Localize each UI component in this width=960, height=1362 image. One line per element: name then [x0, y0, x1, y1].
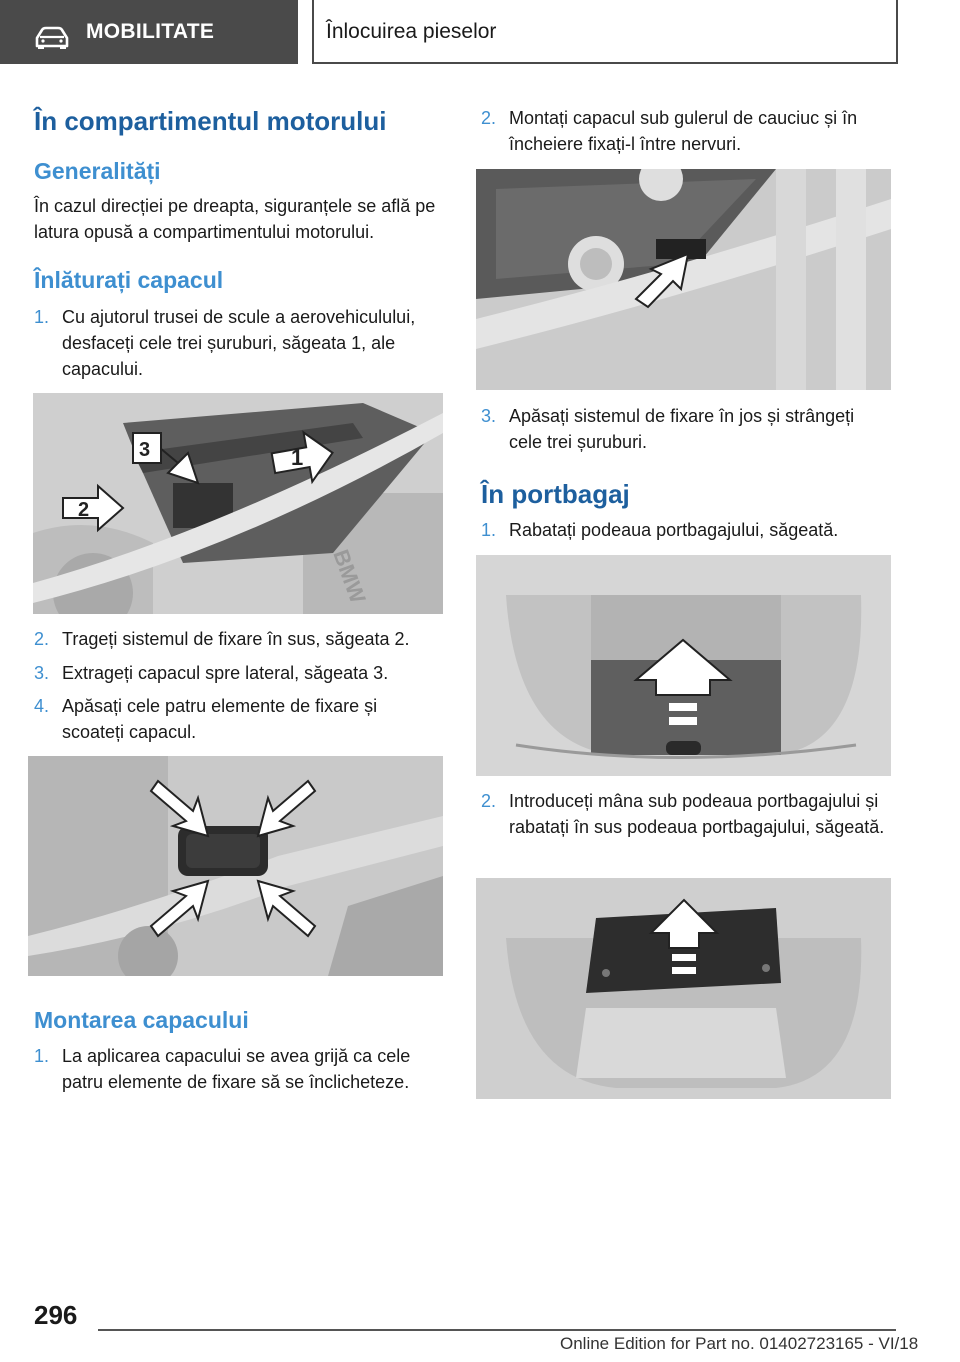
list-item: 1. Cu ajutorul trusei de scule a aeroveh…	[34, 304, 444, 384]
section-heading: În compartimentul motorului	[34, 106, 387, 136]
step-text: Trageți sistemul de fixare în sus, săgea…	[62, 629, 410, 649]
chapter-title: Înlocuirea pieselor	[326, 20, 497, 43]
step-text: Introduceți mâna sub podeaua portbagajul…	[509, 791, 885, 837]
arrow-2-icon: 2	[62, 483, 125, 533]
trunk-floor-lifted-photo	[476, 878, 891, 1099]
arrow-1-icon: 1	[270, 430, 334, 485]
step-number: 2.	[34, 629, 50, 649]
step-text: La aplicarea capacului se avea grijă ca …	[62, 1046, 411, 1092]
page-header: MOBILITATE Înlocuirea pieselor	[0, 0, 960, 66]
list-item: 3. Apăsați sistemul de fixare în jos și …	[481, 403, 891, 457]
step-number: 2.	[481, 791, 497, 811]
step-number: 1.	[481, 520, 497, 540]
list-item: 2. Introduceți mâna sub podeaua portbaga…	[481, 788, 891, 868]
edition-text: Online Edition for Part no. 01402723165 …	[560, 1334, 919, 1353]
trunk-heading: În portbagaj	[481, 479, 630, 509]
step-text: Apăsați cele patru elemente de fixare și…	[62, 696, 378, 742]
step-text: Cu ajutorul trusei de scule a aerovehicu…	[62, 307, 416, 379]
step-number: 3.	[34, 663, 50, 683]
callout-1: 1	[291, 445, 303, 470]
mount-cover-heading: Montarea capacului	[34, 1007, 249, 1033]
cover-seal-photo	[476, 169, 891, 390]
step-number: 1.	[34, 1046, 50, 1066]
list-item: 4. Apăsați cele patru elemente de fixare…	[34, 693, 444, 747]
arrow-3-icon: 3	[132, 432, 200, 485]
step-text: Rabatați podeaua portbagajului, săgeată.	[509, 520, 839, 540]
step-number: 3.	[481, 406, 497, 426]
section-title: MOBILITATE	[86, 20, 215, 43]
general-heading: Generalități	[34, 158, 161, 184]
remove-cover-heading: Înlăturați capacul	[34, 267, 224, 293]
list-item: 3. Extrageți capacul spre lateral, săgea…	[34, 660, 444, 686]
callout-3: 3	[139, 439, 150, 461]
lift-arrow-icon	[648, 898, 720, 974]
step-text: Montați capacul sub gulerul de cauciuc ș…	[509, 108, 858, 154]
callout-2: 2	[78, 499, 89, 521]
list-item: 2. Montați capacul sub gulerul de cauciu…	[481, 105, 891, 159]
step-text: Extrageți capacul spre lateral, săgeata …	[62, 663, 389, 683]
step-number: 4.	[34, 696, 50, 716]
press-arrows-icon	[149, 779, 317, 938]
arrow-icon	[634, 252, 690, 309]
general-paragraph: În cazul direcției pe dreapta, siguranțe…	[34, 196, 436, 242]
list-item: 1. Rabatați podeaua portbagajului, săgea…	[481, 517, 891, 543]
engine-cover-photo: BMW 1 2 3	[33, 393, 443, 614]
footer-divider	[98, 1329, 896, 1331]
step-number: 2.	[481, 108, 497, 128]
page-number: 296	[34, 1300, 78, 1330]
cover-clips-photo	[28, 756, 443, 976]
list-item: 2. Trageți sistemul de fixare în sus, să…	[34, 626, 444, 652]
lift-arrow-icon	[633, 638, 733, 725]
section-tab: MOBILITATE	[0, 0, 298, 64]
car-icon	[35, 26, 69, 49]
step-number: 1.	[34, 307, 50, 327]
list-item: 1. La aplicarea capacului se avea grijă …	[34, 1043, 444, 1097]
step-text: Apăsați sistemul de fixare în jos și str…	[509, 406, 855, 452]
trunk-floor-photo	[476, 555, 891, 776]
chapter-tab: Înlocuirea pieselor	[312, 0, 898, 64]
